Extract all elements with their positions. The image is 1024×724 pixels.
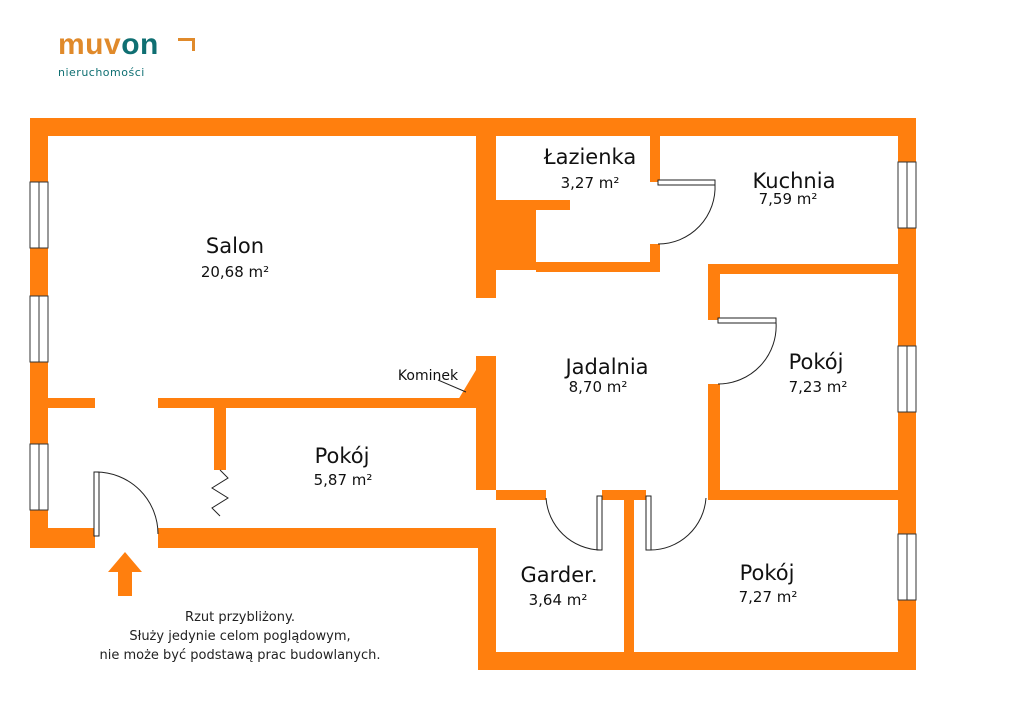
room-lazienka-area: 3,27 m² <box>561 174 620 192</box>
brand-logo: muvon nieruchomości <box>58 30 195 79</box>
door-garder-swing <box>545 497 601 551</box>
bath-shelf <box>496 200 570 210</box>
door-kuchnia-swing <box>657 183 716 245</box>
room-pokoj-south-area: 7,27 m² <box>739 588 798 606</box>
door-kuchnia-leaf <box>657 179 716 186</box>
wall-bottom-left-a <box>30 528 95 548</box>
kominek-leader <box>437 379 467 393</box>
wall-east-room-bottom <box>708 490 916 500</box>
door-entry-leaf <box>93 471 100 537</box>
bath-corner-block <box>476 200 536 270</box>
radiator-zigzag <box>211 469 229 517</box>
wall-salon-south-b <box>158 398 486 408</box>
wall-salon-south-a <box>48 398 95 408</box>
door-pokoj-south-swing <box>649 497 707 551</box>
windows <box>29 161 917 601</box>
doors <box>93 179 777 551</box>
room-pokoj-east-name: Pokój <box>789 350 844 374</box>
wall-garder-left <box>478 528 496 670</box>
brand-name-part2: on <box>121 28 159 61</box>
room-garder-name: Garder. <box>520 563 597 587</box>
room-jadalnia-area: 8,70 m² <box>569 378 628 396</box>
wall-garder-east <box>624 490 634 662</box>
wall-bath-bottom <box>536 262 660 272</box>
room-pokoj-east-area: 7,23 m² <box>789 378 848 396</box>
disclaimer-line-2: Służy jedynie celom poglądowym, <box>129 629 351 644</box>
brand-arrow-icon <box>178 38 195 51</box>
room-salon-area: 20,68 m² <box>201 263 269 281</box>
wall-bottom-right <box>478 652 916 670</box>
wall-top <box>30 118 916 136</box>
room-labels: Salon 20,68 m² Łazienka 3,27 m² Kuchnia … <box>201 145 848 609</box>
entry-arrow-icon <box>108 552 142 596</box>
brand-tagline: nieruchomości <box>58 66 145 79</box>
kominek-wedge <box>458 370 476 400</box>
wall-east-room-west-lower <box>708 384 720 500</box>
room-garder-area: 3,64 m² <box>529 591 588 609</box>
wall-jadalnia-bottom-a <box>496 490 546 500</box>
wall-bath-east-lower <box>650 244 660 272</box>
wall-bath-east-upper <box>650 136 660 182</box>
brand-name-part1: muv <box>58 28 122 61</box>
disclaimer-line-1: Rzut przybliżony. <box>185 610 295 625</box>
door-pokoj-south-leaf <box>645 495 652 551</box>
door-pokoj-east-swing <box>717 321 777 385</box>
room-salon-name: Salon <box>206 234 264 258</box>
room-pokoj-mid-name: Pokój <box>315 444 370 468</box>
room-jadalnia-name: Jadalnia <box>563 355 648 379</box>
room-lazienka-name: Łazienka <box>543 145 636 169</box>
room-kuchnia-name: Kuchnia <box>753 169 836 193</box>
door-pokoj-east-leaf <box>717 317 777 324</box>
disclaimer-line-3: nie może być podstawą prac budowlanych. <box>99 648 381 663</box>
wall-salon-east-lower <box>476 356 496 490</box>
kominek-label: Kominek <box>398 368 459 384</box>
wall-bottom-left-b <box>158 528 496 548</box>
brand-wordmark: muvon <box>58 30 159 60</box>
disclaimer-note: Rzut przybliżony. Służy jedynie celom po… <box>60 608 420 665</box>
wall-hall-stub <box>214 408 226 470</box>
room-pokoj-south-name: Pokój <box>740 561 795 585</box>
room-kuchnia-area: 7,59 m² <box>759 190 818 208</box>
wall-kuchnia-bottom <box>708 264 916 274</box>
door-entry-swing <box>95 471 159 535</box>
door-garder-leaf <box>596 495 603 551</box>
room-pokoj-mid-area: 5,87 m² <box>314 471 373 489</box>
wall-east-room-west-upper <box>708 264 720 320</box>
